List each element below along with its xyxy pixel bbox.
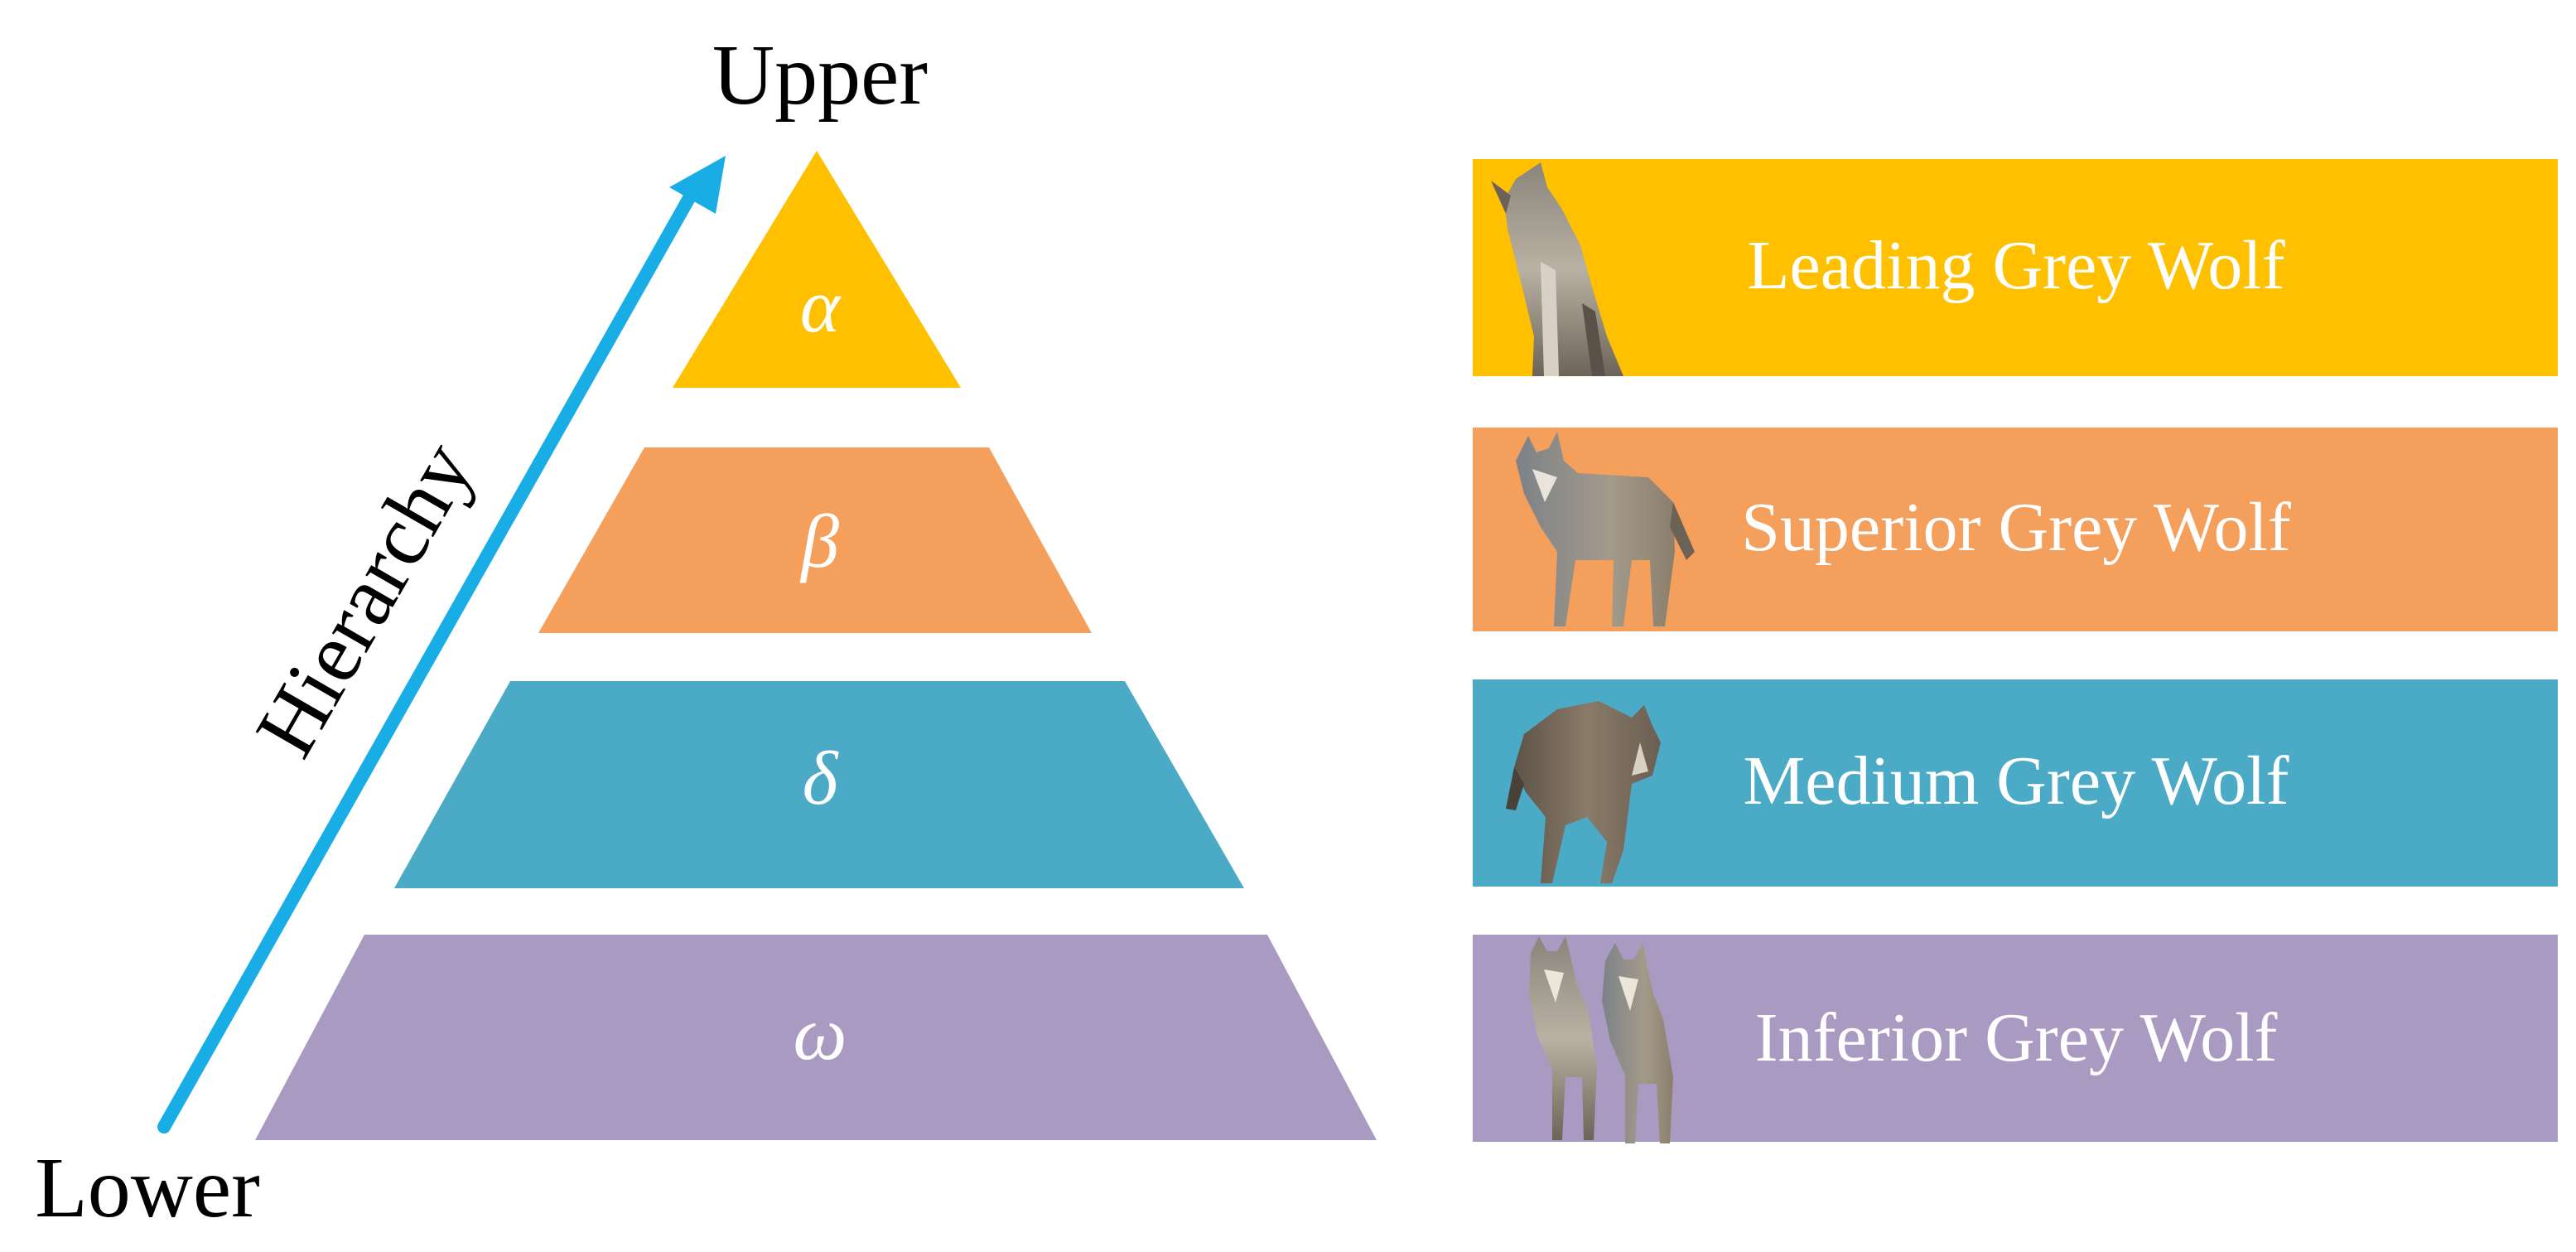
tier-symbol-delta: δ xyxy=(803,736,839,820)
legend-label-leading: Leading Grey Wolf xyxy=(1747,227,2285,304)
pyramid-tier-alpha xyxy=(673,151,961,388)
lower-label: Lower xyxy=(35,1140,259,1235)
hierarchy-axis-label: Hierarchy xyxy=(237,426,491,772)
pyramid-tier-delta xyxy=(394,681,1244,888)
upper-label: Upper xyxy=(712,27,928,123)
pyramid-tier-omega xyxy=(255,935,1377,1140)
tier-symbol-beta: β xyxy=(799,499,839,583)
legend-label-medium: Medium Grey Wolf xyxy=(1744,742,2289,819)
standing-wolf-icon xyxy=(1516,432,1695,626)
hierarchy-arrow xyxy=(157,156,726,1134)
legend-label-inferior: Inferior Grey Wolf xyxy=(1755,999,2278,1076)
legend-label-superior: Superior Grey Wolf xyxy=(1741,489,2291,566)
wolf-pair-icon xyxy=(1529,936,1673,1143)
legend-bar-medium xyxy=(1473,679,2558,887)
tier-symbol-omega: ω xyxy=(794,991,847,1076)
tier-symbol-alpha: α xyxy=(800,263,842,348)
walking-wolf-icon xyxy=(1506,701,1661,883)
legend-bar-leading xyxy=(1473,159,2558,376)
pyramid-tier-beta xyxy=(538,447,1092,633)
howling-wolf-icon xyxy=(1491,162,1623,376)
